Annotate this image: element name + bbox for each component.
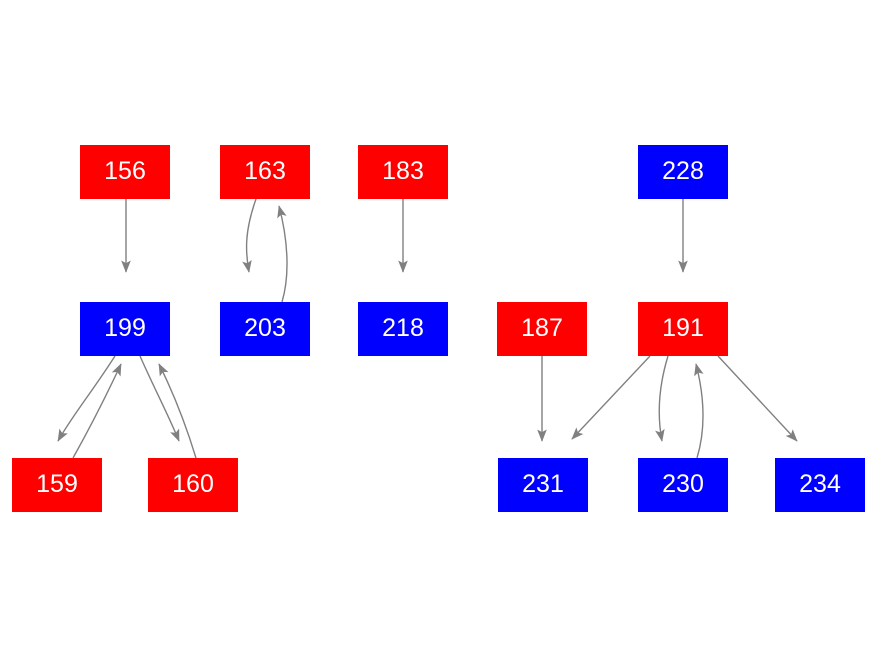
- graph-node-label: 199: [104, 314, 146, 342]
- graph-node-label: 156: [104, 157, 146, 185]
- graph-node-label: 191: [662, 314, 704, 342]
- graph-node-228[interactable]: 228: [638, 145, 728, 199]
- graph-node-label: 228: [662, 157, 704, 185]
- graph-node-label: 163: [244, 157, 286, 185]
- graph-node-183[interactable]: 183: [358, 145, 448, 199]
- graph-node-label: 160: [172, 470, 214, 498]
- graph-node-234[interactable]: 234: [775, 458, 865, 512]
- graph-node-label: 234: [799, 470, 841, 498]
- graph-node-231[interactable]: 231: [498, 458, 588, 512]
- graph-node-230[interactable]: 230: [638, 458, 728, 512]
- graph-node-156[interactable]: 156: [80, 145, 170, 199]
- graph-node-label: 187: [521, 314, 563, 342]
- graph-node-label: 159: [36, 470, 78, 498]
- graph-node-label: 230: [662, 470, 704, 498]
- graph-node-label: 183: [382, 157, 424, 185]
- graph-node-199[interactable]: 199: [80, 302, 170, 356]
- graph-node-159[interactable]: 159: [12, 458, 102, 512]
- graph-node-218[interactable]: 218: [358, 302, 448, 356]
- graph-node-label: 231: [522, 470, 564, 498]
- graph-node-label: 203: [244, 314, 286, 342]
- graph-node-203[interactable]: 203: [220, 302, 310, 356]
- graph-node-187[interactable]: 187: [497, 302, 587, 356]
- graph-node-160[interactable]: 160: [148, 458, 238, 512]
- graph-node-label: 218: [382, 314, 424, 342]
- graph-node-191[interactable]: 191: [638, 302, 728, 356]
- graph-node-163[interactable]: 163: [220, 145, 310, 199]
